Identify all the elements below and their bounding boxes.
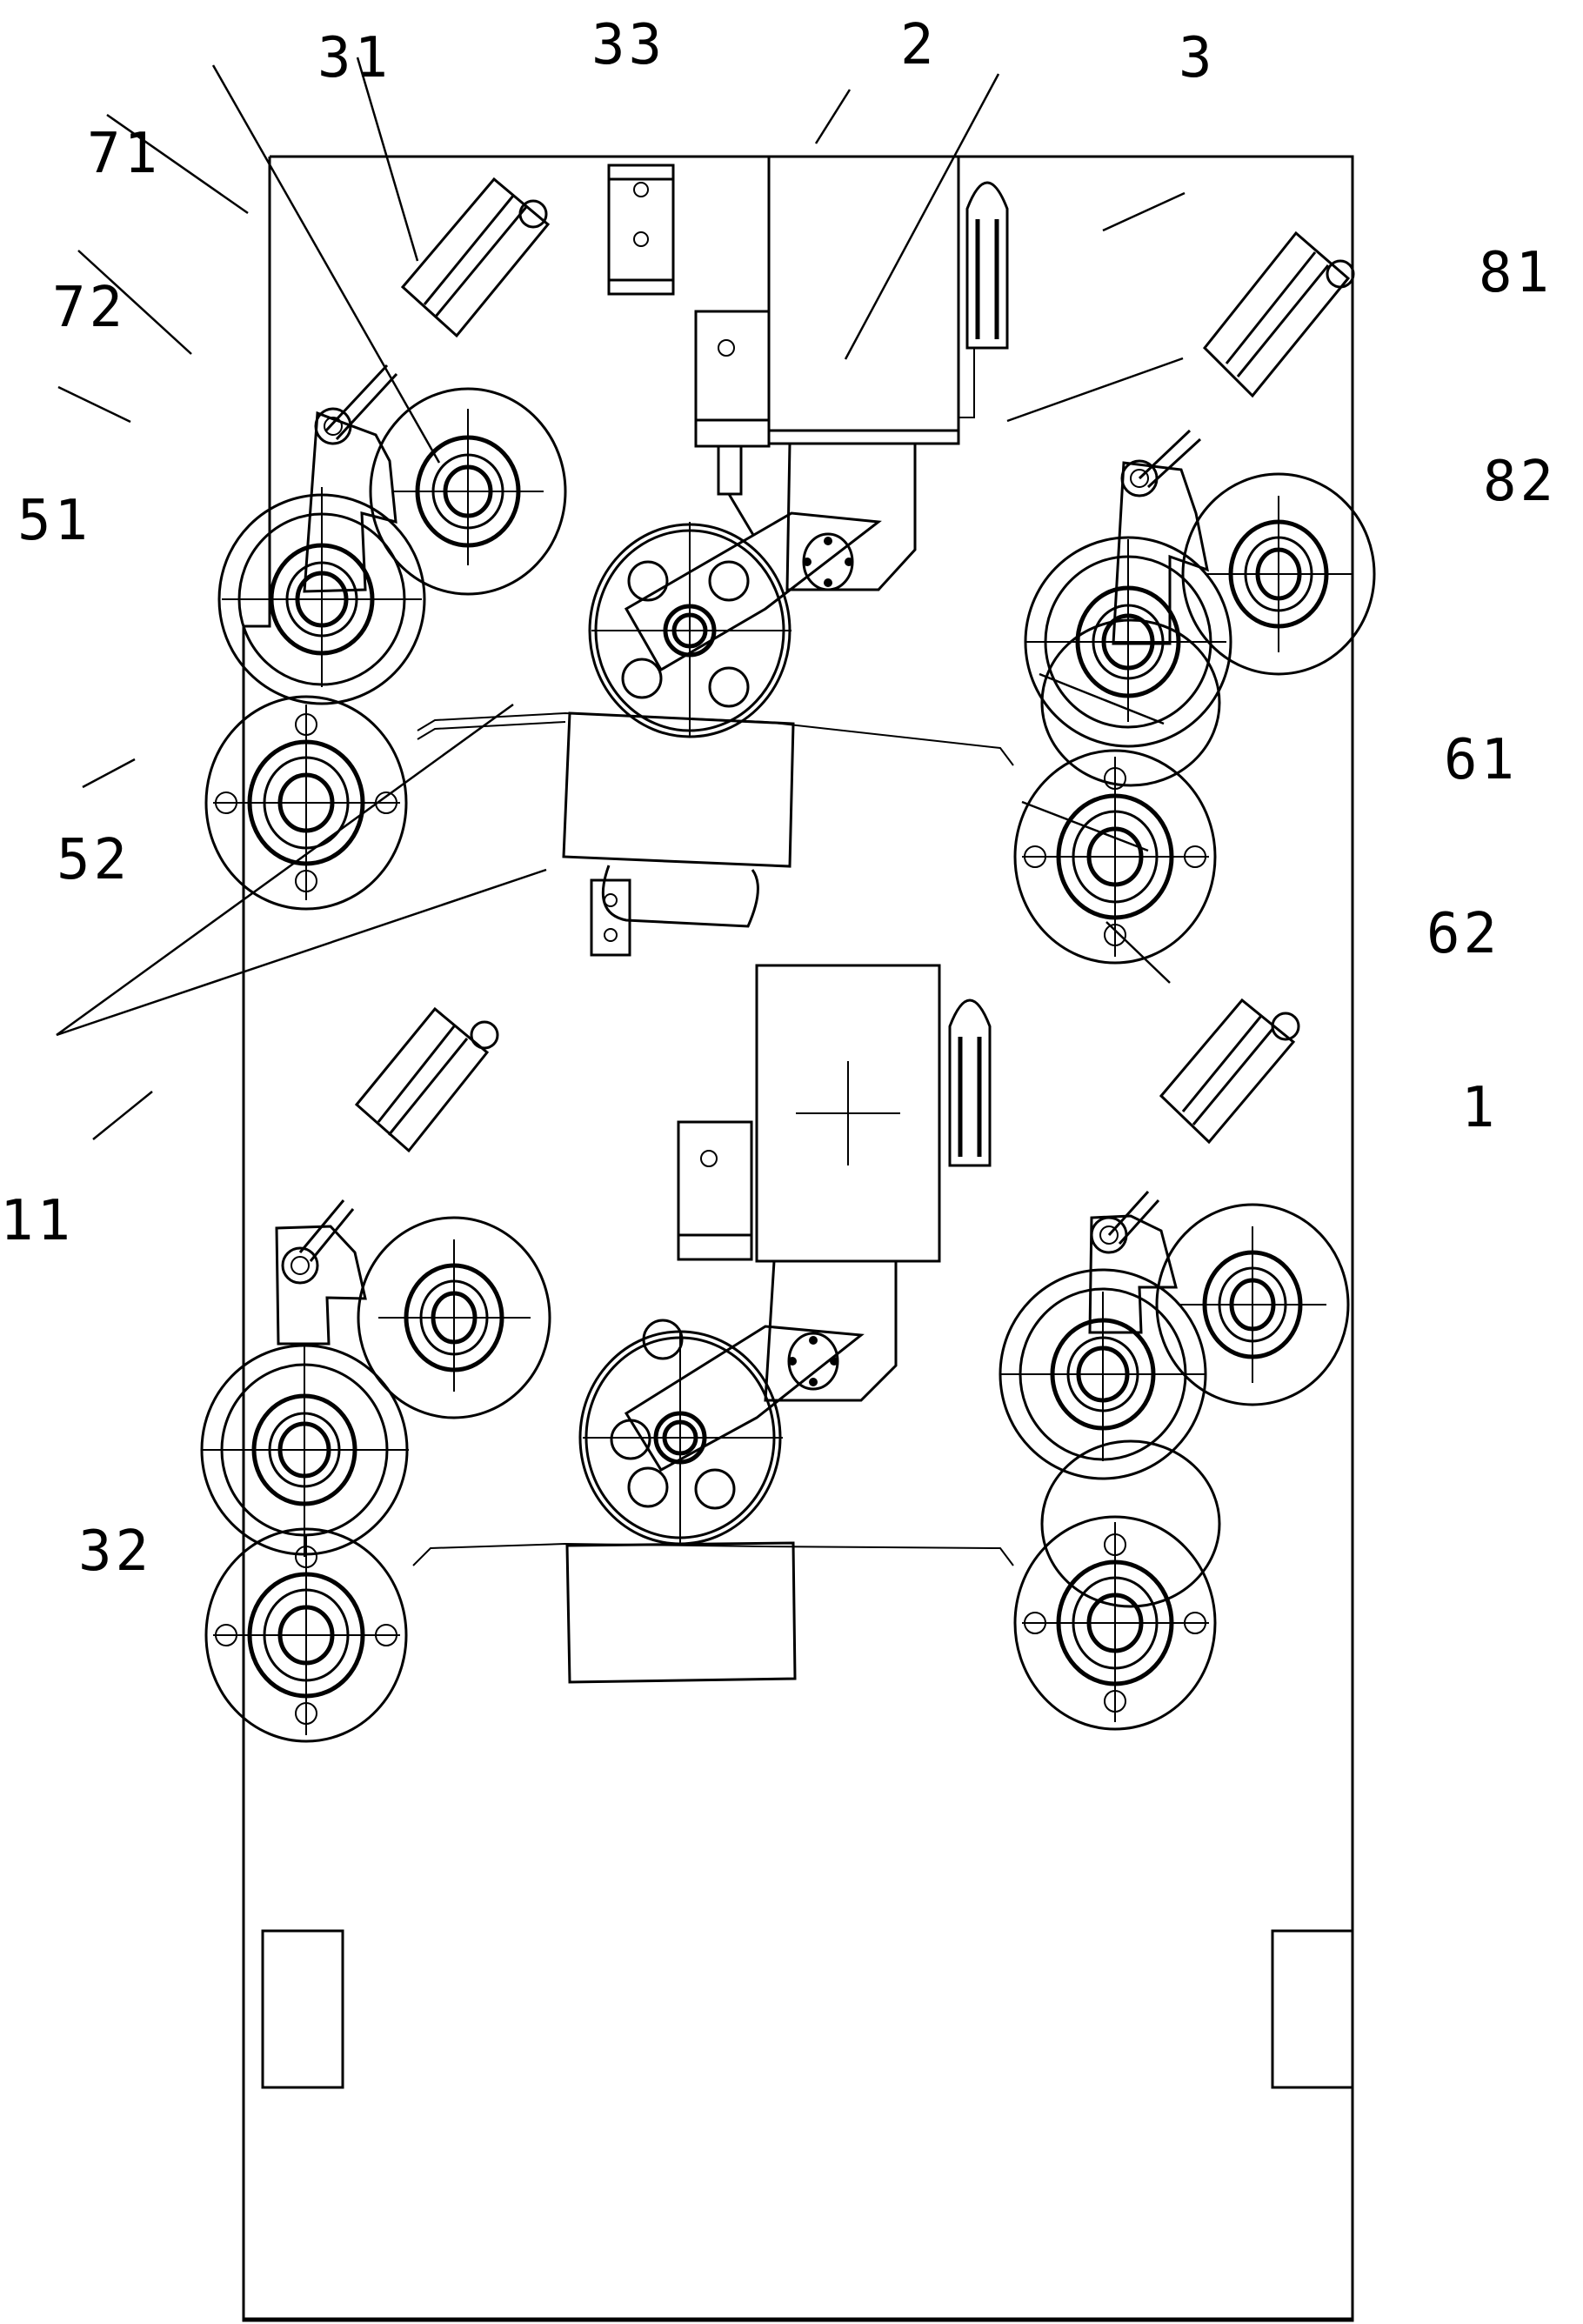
leader-1 [1105,921,1171,984]
label-31: 31 [317,26,391,90]
leader-82 [1006,357,1184,423]
roller-left-lower [200,1344,409,1557]
cylinder-right-upper [1120,230,1355,498]
cylinder-left-lower [281,1006,499,1285]
leader-51 [57,385,131,424]
web-upper [417,711,1014,928]
reference-labels: 71 31 33 2 3 72 51 52 81 82 61 62 1 11 3… [0,13,1557,1584]
motor-lower [677,964,992,1402]
roller-61 [1024,536,1232,748]
lever-left-lower [275,1225,367,1346]
lever-right-upper [1112,461,1209,645]
leader-11b [56,868,547,1037]
mount-block-upper [607,164,675,296]
leader-11 [56,703,514,1037]
roller-right-lower-bottom [1013,1439,1221,1731]
leader-lines [56,57,1186,1140]
leader-31 [211,64,441,464]
label-33: 33 [591,13,665,77]
roller-51 [217,487,426,705]
label-62: 62 [1426,902,1500,966]
roller-right-lower [999,1268,1207,1480]
leader-81 [1102,191,1186,232]
leader-61 [1039,672,1165,725]
mount-block-lower [590,878,631,957]
guide-wheel-lower [578,1319,865,1546]
web-lower [412,1541,1014,1684]
leader-52 [82,758,136,789]
label-61: 61 [1444,728,1518,792]
upper-unit [204,155,1376,965]
frame-plate [242,155,1354,2322]
label-81: 81 [1479,241,1553,305]
label-51: 51 [17,489,91,553]
label-3: 3 [1179,26,1216,90]
roller-left-lower-bottom [204,1527,408,1743]
leader-72 [77,250,192,355]
roller-right-lower-flange [1155,1203,1350,1406]
leader-3 [844,73,1000,360]
label-82: 82 [1483,450,1557,514]
label-32: 32 [78,1519,152,1584]
leader-32 [92,1091,153,1140]
label-71: 71 [87,122,161,186]
frame-slot-right [1271,1929,1354,2089]
guide-wheel-upper [588,511,882,738]
label-72: 72 [52,276,126,340]
motor-upper [694,155,1009,591]
leader-33 [356,57,419,262]
roller-51-flange [369,387,567,596]
roller-62 [1013,618,1221,965]
frame-slot-left [261,1929,344,2089]
lever-left-upper [303,411,397,593]
leader-2 [814,89,852,144]
roller-52 [204,695,408,911]
cylinder-right-lower [1090,998,1300,1254]
label-52: 52 [57,828,130,892]
roller-left-lower-flange [357,1216,551,1419]
label-11: 11 [0,1189,74,1253]
label-1: 1 [1461,1076,1499,1140]
leader-71 [106,113,249,215]
lower-unit [200,878,1350,1743]
cylinder-left-upper [314,177,551,445]
roller-61-flange [1181,472,1376,676]
label-2: 2 [900,13,938,77]
leader-62 [1021,800,1149,852]
